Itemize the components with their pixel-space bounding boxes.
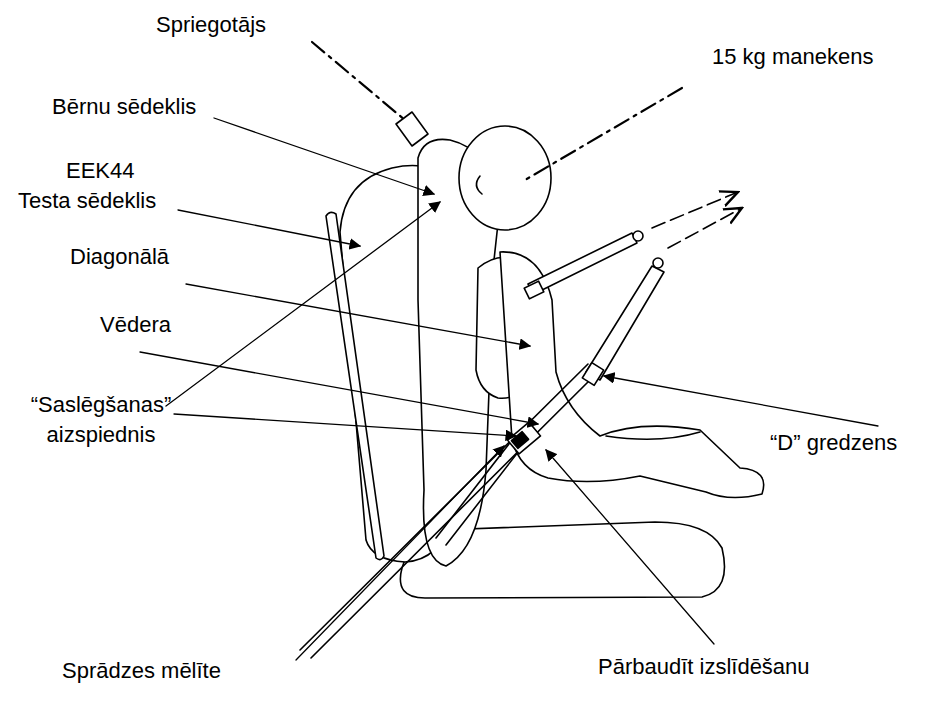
leader-line [214,118,434,194]
leader-line [186,284,530,346]
buckle-clip [511,432,528,449]
part-label: “D” gredzens [770,428,897,458]
part-label: Testa sēdeklis [18,186,156,216]
pull-arrow [668,208,742,248]
part-label: “Saslēgšanas” aizspiednis [6,390,196,449]
dummy-knee [606,432,700,439]
part-label: Spriegotājs [156,10,266,40]
tensioner-clamp [396,112,428,146]
leader-line [296,446,504,660]
d-ring [582,363,603,386]
leader-line [140,352,538,424]
shoulder-rod [528,233,637,294]
pull-arrow [652,192,738,228]
dummy-axis [525,88,682,180]
d-ring-rod [586,266,664,380]
leader-line [178,210,360,246]
part-label: EEK44 [66,156,135,186]
dummy-head [459,126,551,230]
rod-eye [653,258,663,268]
part-label: Sprādzes mēlīte [62,656,221,686]
buckle [507,422,540,454]
part-label: 15 kg manekens [712,42,873,72]
lap-belt [436,440,522,545]
shoulder-clamp [524,281,544,299]
leader-line [166,202,440,406]
leader-line [546,450,714,644]
part-label: Bērnu sēdeklis [52,92,196,122]
dummy-ear [476,176,482,194]
rod-eye [633,231,643,241]
part-label: Vēdera [100,310,171,340]
leader-line [604,376,878,426]
tensioner-line [312,42,412,126]
leader-line [174,414,516,436]
part-label: Pārbaudīt izslīdēšanu [598,652,810,682]
part-label: Diagonālā [70,242,169,272]
dummy-body [500,252,764,498]
